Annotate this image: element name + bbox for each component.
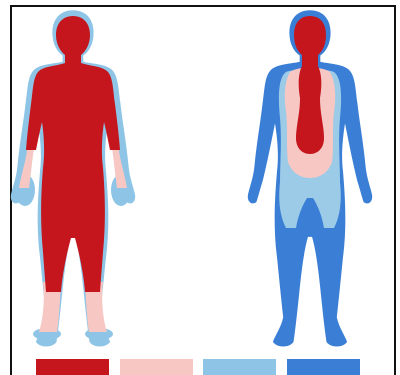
cold-core-zone bbox=[294, 16, 326, 154]
legend-swatch-cool bbox=[203, 359, 276, 375]
legend-swatch-mid bbox=[120, 359, 193, 375]
warm-body-figure bbox=[11, 10, 135, 346]
legend bbox=[36, 359, 360, 375]
cold-body-figure bbox=[248, 10, 372, 346]
legend-swatch-cold bbox=[287, 359, 360, 375]
legend-swatch-core bbox=[36, 359, 109, 375]
